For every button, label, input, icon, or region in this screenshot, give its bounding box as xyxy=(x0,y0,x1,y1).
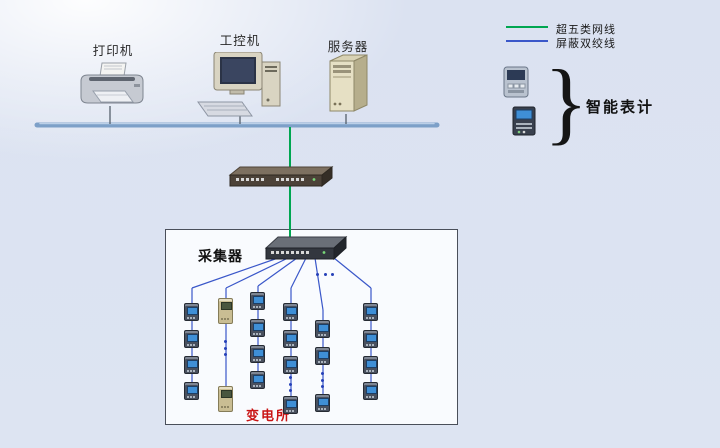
meter-icon xyxy=(363,356,378,374)
smart-meter-icon-a xyxy=(503,66,529,103)
meter-icon xyxy=(250,292,265,310)
twisted-pair-wire xyxy=(257,257,298,287)
meter-icon xyxy=(315,320,330,338)
meter-icon xyxy=(283,303,298,321)
substation-label: 变电所 xyxy=(246,408,292,423)
computer-label: 工控机 xyxy=(219,34,261,48)
meter-icon xyxy=(250,319,265,337)
meter-icon xyxy=(363,330,378,348)
twisted-pair-wire xyxy=(191,257,279,289)
server-icon xyxy=(322,54,372,121)
twisted-pair-wire xyxy=(290,257,307,289)
right-brace-glyph: } xyxy=(544,51,589,153)
collector-icon xyxy=(262,235,348,267)
industrial-pc-icon xyxy=(196,51,288,123)
ethernet-switch-icon xyxy=(228,165,334,193)
printer-icon xyxy=(76,62,148,113)
smart-meter-icon-b xyxy=(512,106,536,141)
twisted-pair-wire xyxy=(314,257,324,311)
energy-meter-icon xyxy=(218,386,233,412)
energy-meter-icon xyxy=(218,298,233,324)
cat5-line-swatch xyxy=(506,26,548,28)
ellipsis-horizontal-dots xyxy=(316,273,334,276)
meter-icon xyxy=(184,303,199,321)
twisted-pair-line-label: 屏蔽双绞线 xyxy=(556,38,616,50)
ellipsis-vertical-dots xyxy=(289,376,292,392)
cat5-line-label: 超五类网线 xyxy=(556,24,616,36)
meter-icon xyxy=(363,382,378,400)
twisted-pair-wire xyxy=(225,257,289,289)
meter-icon xyxy=(315,394,330,412)
meter-icon xyxy=(283,356,298,374)
meter-icon xyxy=(250,371,265,389)
meter-icon xyxy=(283,396,298,414)
printer-label: 打印机 xyxy=(92,44,134,58)
meter-icon xyxy=(184,330,199,348)
twisted-pair-line-swatch xyxy=(506,40,548,42)
meter-icon xyxy=(363,303,378,321)
ellipsis-vertical-dots xyxy=(321,372,324,388)
collector-label: 采集器 xyxy=(198,248,243,264)
meter-icon xyxy=(184,356,199,374)
meter-icon xyxy=(283,330,298,348)
substation-box xyxy=(165,229,458,425)
meter-icon xyxy=(250,345,265,363)
meter-icon xyxy=(315,347,330,365)
smart-meter-legend-label: 智能表计 xyxy=(586,99,655,116)
server-label: 服务器 xyxy=(327,40,369,54)
meter-icon xyxy=(184,382,199,400)
ellipsis-vertical-dots xyxy=(224,340,227,356)
twisted-pair-wire xyxy=(333,257,372,289)
